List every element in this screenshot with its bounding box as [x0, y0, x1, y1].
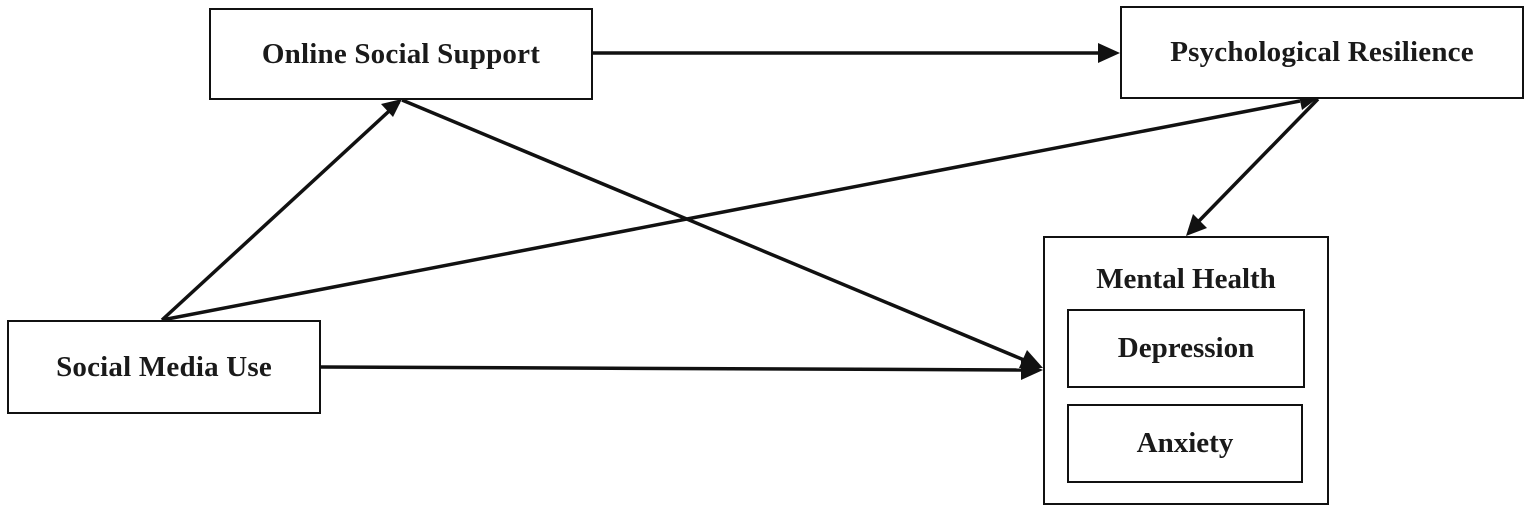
- edge-psychological-resilience-to-mental-health: [1196, 97, 1320, 224]
- node-label-psychological-resilience: Psychological Resilience: [1170, 36, 1474, 68]
- edge-online-social-support-to-mental-health: [401, 98, 1025, 362]
- edge-social-media-use-to-mental-health: [320, 365, 1023, 372]
- node-psychological-resilience: Psychological Resilience: [1120, 6, 1524, 99]
- node-mental-health: Mental Health Depression Anxiety: [1043, 236, 1329, 505]
- node-label-online-social-support: Online Social Support: [261, 37, 541, 70]
- node-label-social-media-use: Social Media Use: [56, 350, 272, 383]
- edge-social-media-use-to-psychological-resilience: [161, 99, 1301, 322]
- arrowhead-online-social-support: [381, 99, 402, 117]
- arrowhead-mental-health-from-oss: [1019, 350, 1043, 368]
- arrowhead-psychological-resilience-from-oss: [1098, 43, 1120, 63]
- node-online-social-support: Online Social Support: [209, 8, 593, 100]
- node-label-depression: Depression: [1117, 332, 1255, 364]
- edge-social-media-use-to-online-social-support: [160, 100, 401, 322]
- node-label-anxiety: Anxiety: [1136, 427, 1234, 459]
- node-social-media-use: Social Media Use: [7, 320, 321, 414]
- arrowhead-mental-health-from-pr: [1186, 214, 1207, 236]
- node-label-mental-health: Mental Health: [1096, 263, 1276, 295]
- node-depression: Depression: [1067, 309, 1305, 388]
- node-anxiety: Anxiety: [1067, 404, 1303, 483]
